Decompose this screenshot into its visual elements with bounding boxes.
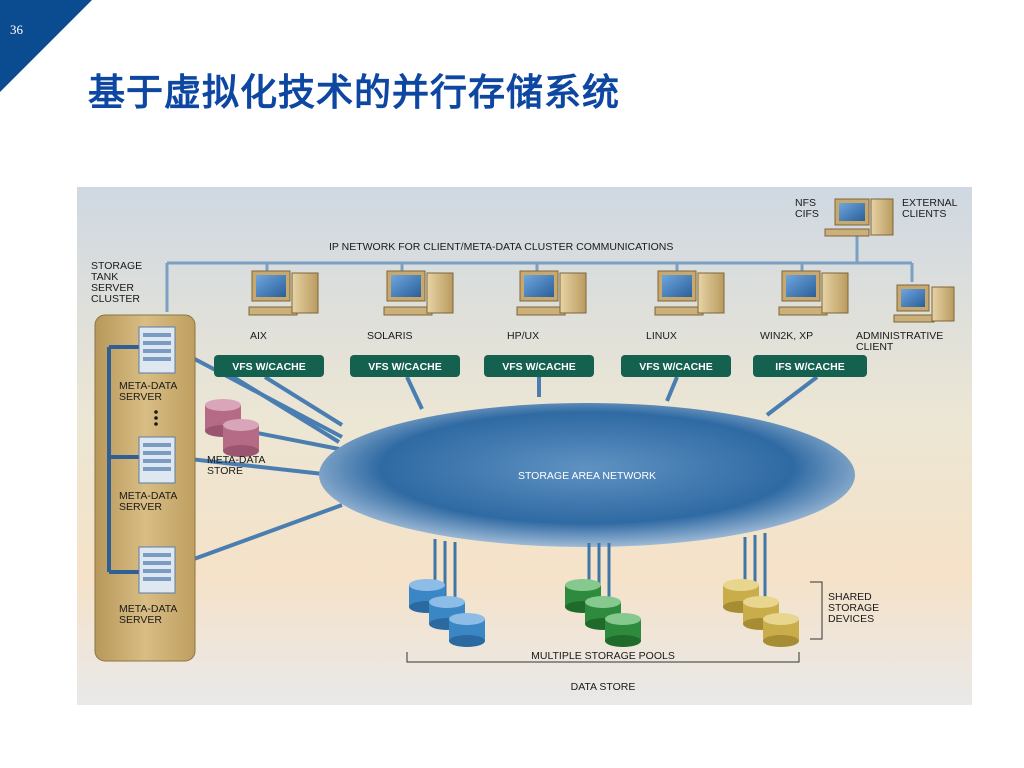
storage-area-network <box>319 403 855 547</box>
disk-icon <box>763 613 799 647</box>
disk-icon <box>449 613 485 647</box>
database-icon <box>223 419 259 457</box>
ip-network-lines <box>165 232 914 312</box>
meta-data-server-3: META-DATA SERVER <box>119 546 177 626</box>
svg-text:SERVER: SERVER <box>91 282 134 294</box>
cluster-bus <box>107 345 139 574</box>
svg-text:TANK: TANK <box>91 271 118 283</box>
svg-text:META-DATA: META-DATA <box>119 603 177 615</box>
storage-pool-blue <box>409 579 485 647</box>
cluster-label: STORAGE TANK SERVER CLUSTER <box>91 260 142 305</box>
svg-text:META-DATA: META-DATA <box>119 380 177 392</box>
computer-icon <box>778 270 849 316</box>
svg-text:SERVER: SERVER <box>119 501 162 513</box>
client-label: LINUX <box>646 330 677 342</box>
architecture-diagram: IP NETWORK FOR CLIENT/META-DATA CLUSTER … <box>77 187 972 705</box>
external-computer-icon <box>824 198 894 237</box>
vfs-label: VFS W/CACHE <box>639 361 713 373</box>
svg-text:CLUSTER: CLUSTER <box>91 293 140 305</box>
pools-label: MULTIPLE STORAGE POOLS <box>531 650 675 662</box>
meta-data-store: META-DATA STORE <box>205 399 265 477</box>
shared-devices-label: SHARED <box>828 591 872 603</box>
slide-number: 36 <box>10 22 23 37</box>
data-store-label: DATA STORE <box>571 681 636 693</box>
vfs-label: VFS W/CACHE <box>368 361 442 373</box>
computer-icon <box>654 270 725 316</box>
client-computers <box>248 198 955 323</box>
meta-data-server-1: META-DATA SERVER <box>119 326 177 403</box>
vfs-label: VFS W/CACHE <box>502 361 576 373</box>
computer-icon <box>383 270 454 316</box>
computer-icon <box>516 270 587 316</box>
external-clients-label: EXTERNAL <box>902 197 958 209</box>
vfs-label: IFS W/CACHE <box>775 361 844 373</box>
shared-devices-bracket <box>810 581 823 640</box>
vfs-boxes <box>214 355 867 377</box>
server-san-links <box>171 345 343 569</box>
svg-text:STORE: STORE <box>207 465 243 477</box>
storage-pool-green <box>565 579 641 647</box>
client-label: WIN2K, XP <box>760 330 813 342</box>
shared-devices-label: STORAGE <box>828 602 879 614</box>
protocol-label: NFS <box>795 197 816 209</box>
external-clients-label: CLIENTS <box>902 208 946 220</box>
client-label: HP/UX <box>507 330 539 342</box>
svg-text:META-DATA: META-DATA <box>207 454 265 466</box>
admin-client-label: ADMINISTRATIVE <box>856 330 943 342</box>
corner-decoration <box>0 0 92 92</box>
client-san-links <box>263 375 819 427</box>
pools-bracket <box>406 652 800 663</box>
san-label: STORAGE AREA NETWORK <box>518 470 656 482</box>
disk-icon <box>605 613 641 647</box>
vfs-label: VFS W/CACHE <box>232 361 306 373</box>
client-label: SOLARIS <box>367 330 413 342</box>
protocol-label: CIFS <box>795 208 819 220</box>
svg-text:META-DATA: META-DATA <box>119 490 177 502</box>
svg-text:SERVER: SERVER <box>119 614 162 626</box>
meta-data-server-2: META-DATA SERVER <box>119 436 177 513</box>
admin-client-label: CLIENT <box>856 341 894 353</box>
shared-devices-label: DEVICES <box>828 613 874 625</box>
ip-network-label: IP NETWORK FOR CLIENT/META-DATA CLUSTER … <box>329 241 673 253</box>
svg-text:STORAGE: STORAGE <box>91 260 142 272</box>
svg-text:SERVER: SERVER <box>119 391 162 403</box>
ellipsis-dots <box>154 410 158 426</box>
storage-pool-gold <box>723 579 799 647</box>
page-title: 基于虚拟化技术的并行存储系统 <box>88 71 620 114</box>
admin-computer-icon <box>893 284 955 323</box>
client-label: AIX <box>250 330 267 342</box>
computer-icon <box>248 270 319 316</box>
